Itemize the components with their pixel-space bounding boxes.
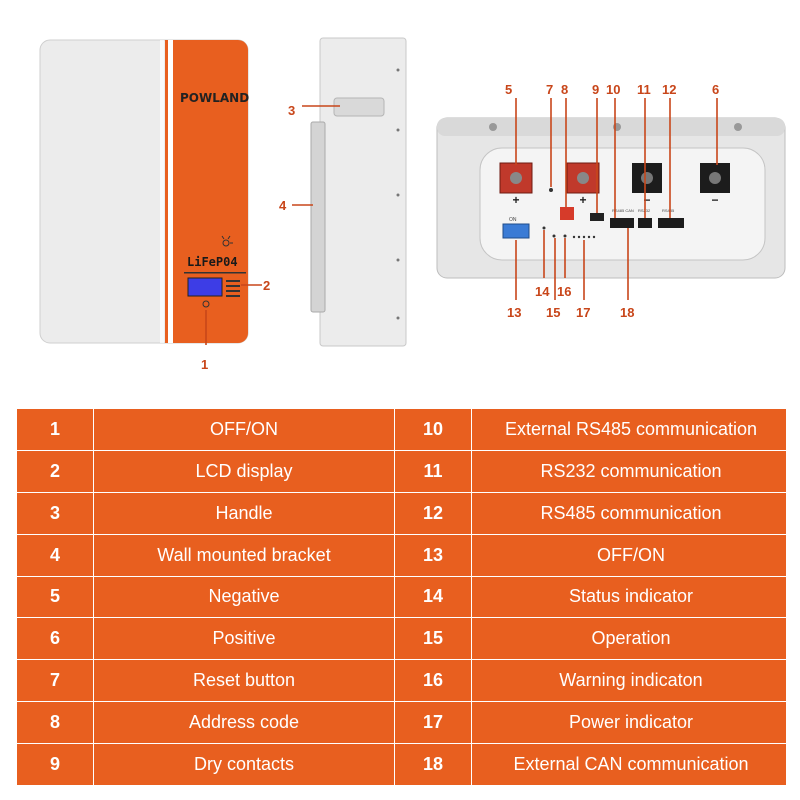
legend-table: 1 OFF/ON 10 External RS485 communication… [16, 408, 791, 786]
callout-7: 7 [546, 82, 554, 97]
legend-number: 6 [16, 617, 94, 661]
legend-number: 11 [394, 449, 472, 493]
legend-label: Dry contacts [93, 743, 395, 786]
front-view: POWLAND LiFeP04 [39, 39, 249, 344]
callout-1: 1 [201, 357, 209, 372]
table-row: 9 Dry contacts 18 External CAN communica… [16, 743, 791, 786]
callout-6: 6 [712, 82, 720, 97]
battery-illustration: POWLAND LiFeP04 + [39, 37, 786, 347]
legend-label: OFF/ON [93, 408, 395, 451]
legend-label: Address code [93, 701, 395, 744]
led-indicators [226, 280, 240, 297]
legend-number: 3 [16, 491, 94, 535]
legend-number: 1 [16, 408, 94, 451]
callout-3: 3 [288, 103, 296, 118]
terminal-black-left: − [632, 163, 662, 207]
legend-label: RS232 communication [471, 449, 791, 493]
leader-lines [205, 98, 718, 345]
sun-icon [221, 235, 233, 247]
brand-logo: POWLAND [180, 91, 249, 105]
legend-label: Wall mounted bracket [93, 533, 395, 577]
svg-text:+: + [512, 193, 519, 207]
svg-text:+: + [579, 193, 586, 207]
legend-label: Power indicator [471, 701, 791, 744]
terminal-panel-view: + + − − RS485 CAN RS232 RS485 ON [436, 117, 786, 279]
callout-16: 16 [557, 284, 572, 299]
legend-number: 7 [16, 659, 94, 703]
on-off-switch [502, 223, 530, 239]
legend-label: Status indicator [471, 575, 791, 619]
handle-slot [333, 97, 385, 117]
callout-14: 14 [535, 284, 550, 299]
legend-number: 13 [394, 533, 472, 577]
legend-number: 18 [394, 743, 472, 786]
rs232-port [638, 218, 652, 228]
legend-number: 8 [16, 701, 94, 744]
table-row: 4 Wall mounted bracket 13 OFF/ON [16, 533, 791, 577]
product-diagram: POWLAND LiFeP04 + [0, 0, 800, 390]
legend-label: Warning indicaton [471, 659, 791, 703]
table-row: 1 OFF/ON 10 External RS485 communication [16, 408, 791, 451]
external-rs485-port [610, 218, 634, 228]
callout-17: 17 [576, 305, 591, 320]
callout-9: 9 [592, 82, 600, 97]
legend-number: 15 [394, 617, 472, 661]
dry-contact-block [590, 213, 604, 221]
side-view [310, 37, 407, 347]
rs485-port [658, 218, 684, 228]
table-row: 2 LCD display 11 RS232 communication [16, 449, 791, 493]
legend-label: RS485 communication [471, 491, 791, 535]
legend-number: 2 [16, 449, 94, 493]
legend-number: 14 [394, 575, 472, 619]
legend-label: OFF/ON [471, 533, 791, 577]
callout-4: 4 [279, 198, 287, 213]
lcd-display [187, 277, 223, 297]
panel-leds [542, 226, 596, 239]
table-row: 7 Reset button 16 Warning indicaton [16, 659, 791, 703]
legend-label: Negative [93, 575, 395, 619]
positive-terminal-red: + [566, 162, 600, 207]
address-dip-switch [560, 207, 574, 220]
table-row: 8 Address code 17 Power indicator [16, 701, 791, 744]
callout-18: 18 [620, 305, 635, 320]
legend-number: 16 [394, 659, 472, 703]
legend-label: LCD display [93, 449, 395, 493]
legend-label: External RS485 communication [471, 408, 791, 451]
legend-number: 12 [394, 491, 472, 535]
callout-8: 8 [561, 82, 569, 97]
negative-terminal: + [499, 162, 533, 207]
table-row: 3 Handle 12 RS485 communication [16, 491, 791, 535]
legend-label: Handle [93, 491, 395, 535]
svg-text:−: − [711, 193, 718, 207]
svg-text:−: − [643, 193, 650, 207]
svg-text:RS485 CAN: RS485 CAN [612, 208, 634, 213]
reset-button [549, 188, 553, 192]
legend-number: 10 [394, 408, 472, 451]
callout-13: 13 [507, 305, 522, 320]
callout-10: 10 [606, 82, 621, 97]
table-row: 5 Negative 14 Status indicator [16, 575, 791, 619]
power-button [202, 300, 210, 308]
legend-label: Operation [471, 617, 791, 661]
callout-15: 15 [546, 305, 561, 320]
chemistry-label: LiFeP04 [187, 255, 238, 269]
callout-2: 2 [263, 278, 271, 293]
table-row: 6 Positive 15 Operation [16, 617, 791, 661]
legend-number: 5 [16, 575, 94, 619]
svg-text:RS485: RS485 [662, 208, 675, 213]
legend-number: 9 [16, 743, 94, 786]
positive-terminal: − [700, 163, 730, 207]
callout-12: 12 [662, 82, 677, 97]
legend-label: Positive [93, 617, 395, 661]
wall-bracket [310, 121, 326, 313]
callout-11: 11 [637, 82, 651, 97]
callout-5: 5 [505, 82, 513, 97]
legend-label: External CAN communication [471, 743, 791, 786]
legend-label: Reset button [93, 659, 395, 703]
svg-text:ON: ON [509, 217, 517, 223]
legend-number: 4 [16, 533, 94, 577]
legend-number: 17 [394, 701, 472, 744]
